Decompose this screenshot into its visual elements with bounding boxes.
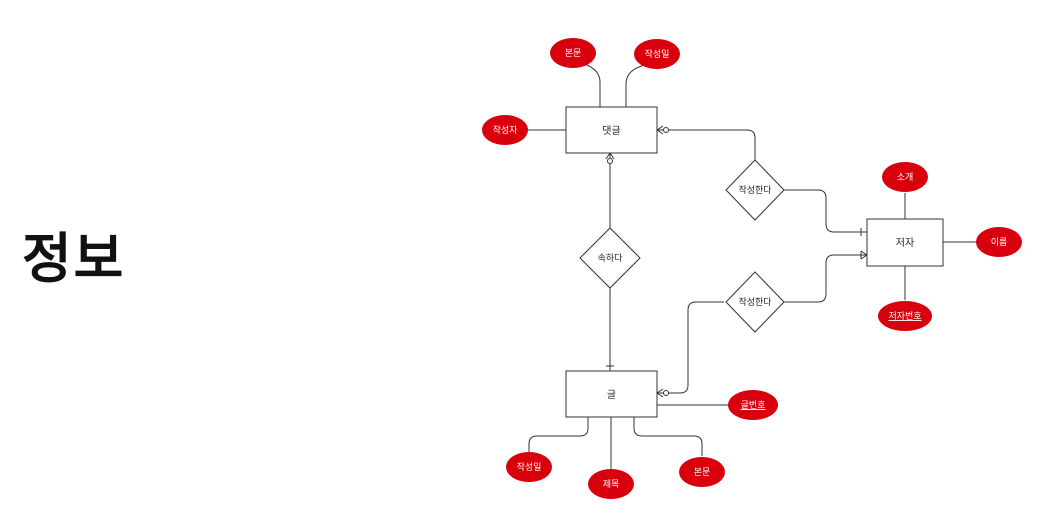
attribute-post-id: 글번호 [728, 390, 778, 420]
attribute-comment-writer: 작성자 [482, 115, 528, 145]
relationship-label: 속하다 [598, 253, 624, 264]
relationship-post-writes: 작성한다 [725, 271, 785, 333]
connector-writes2-to-author [784, 254, 867, 303]
attribute-label: 제목 [603, 479, 620, 490]
entity-label: 댓글 [602, 125, 620, 137]
attribute-oval [482, 115, 528, 145]
attribute-oval [878, 301, 932, 331]
slide-title: 정보 [22, 227, 126, 290]
attribute-label: 본문 [694, 467, 711, 478]
attribute-oval [976, 227, 1022, 257]
attribute-oval [728, 390, 778, 420]
relationship-diamond [579, 227, 641, 289]
attribute-oval [634, 39, 680, 69]
entity-label: 저자 [896, 237, 914, 249]
attribute-post-title: 제목 [588, 469, 634, 499]
attribute-oval [679, 457, 725, 487]
relationship-belongs-to: 속하다 [579, 227, 641, 289]
attribute-label: 본문 [565, 48, 582, 59]
attribute-comment-body: 본문 [550, 38, 596, 68]
attribute-author-id: 저자번호 [878, 301, 932, 331]
attribute-oval [506, 452, 552, 482]
relationship-diamond [725, 271, 785, 333]
connector-post-body [633, 417, 703, 456]
entity-box [866, 218, 944, 267]
attribute-label: 작성일 [517, 462, 542, 473]
relationship-diamond [725, 159, 785, 221]
attribute-oval [588, 469, 634, 499]
connector-writes-to-author [784, 189, 867, 233]
entity-comment: 댓글 [565, 106, 658, 154]
relationship-label: 작성한다 [738, 185, 772, 196]
attribute-comment-date: 작성일 [634, 39, 680, 69]
relationship-label: 작성한다 [738, 297, 772, 308]
connector-comment-date [625, 63, 651, 107]
attribute-label: 작성자 [493, 125, 519, 136]
connector-post-date [528, 417, 589, 452]
attribute-label: 소개 [897, 172, 914, 183]
entity-box [565, 370, 658, 418]
entity-author: 저자 [866, 218, 944, 267]
connector-comment-to-writes [657, 129, 756, 160]
attribute-author-name: 이름 [976, 227, 1022, 257]
entity-box [565, 106, 658, 154]
connector-comment-body [572, 60, 601, 107]
cardinality-markers [605, 125, 868, 398]
attribute-label: 저자번호 [888, 311, 921, 322]
attribute-label: 이름 [991, 237, 1008, 248]
attribute-post-body: 본문 [679, 457, 725, 487]
attribute-oval [550, 38, 596, 68]
entity-label: 글 [607, 389, 616, 401]
relationship-comment-writes: 작성한다 [725, 159, 785, 221]
attribute-oval [882, 162, 928, 192]
connector-post-to-writes [657, 301, 724, 394]
connectors [527, 60, 977, 470]
attribute-post-date: 작성일 [506, 452, 552, 482]
attribute-author-intro: 소개 [882, 162, 928, 192]
attribute-label: 글번호 [741, 400, 766, 411]
attribute-label: 작성일 [645, 49, 670, 60]
entity-post: 글 [565, 370, 658, 418]
